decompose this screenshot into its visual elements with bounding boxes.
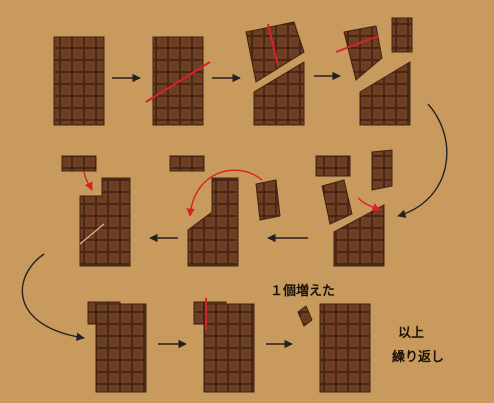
chocolate-bar bbox=[53, 36, 105, 126]
chocolate-bar bbox=[319, 303, 371, 393]
step-6-swap bbox=[169, 155, 281, 267]
annotation-repeat: 繰り返し bbox=[392, 350, 445, 365]
step-4-detached bbox=[335, 17, 413, 126]
chocolate-main-piece bbox=[79, 177, 131, 267]
cut-line bbox=[145, 61, 211, 103]
chocolate-small-piece bbox=[391, 17, 413, 53]
chocolate-extra-piece bbox=[297, 305, 313, 327]
step-7-joined bbox=[61, 155, 131, 267]
annotation-one-more: １個増えた bbox=[270, 284, 336, 299]
step-5-piece-moving bbox=[315, 149, 393, 267]
chocolate-bar bbox=[203, 303, 255, 393]
chocolate-bottom-piece bbox=[333, 204, 385, 267]
red-swap-arrow bbox=[186, 169, 263, 217]
chocolate-small-piece bbox=[315, 155, 351, 177]
cut-line bbox=[335, 35, 379, 53]
chocolate-left-piece bbox=[343, 25, 383, 81]
chocolate-right-piece bbox=[371, 149, 393, 191]
chocolate-small-piece bbox=[61, 155, 97, 172]
annotation-done: 以上 bbox=[398, 326, 425, 341]
step-1-full-bar bbox=[53, 36, 105, 126]
arrow-curve-down-left bbox=[21, 253, 85, 341]
chocolate-bottom-piece bbox=[359, 61, 411, 126]
cut-line bbox=[267, 23, 279, 67]
step-3-shifted bbox=[245, 21, 305, 126]
red-down-arrow bbox=[83, 171, 93, 191]
step-9-vertical-cut bbox=[193, 298, 255, 393]
chocolate-main-piece bbox=[187, 177, 239, 267]
arrow-curve-down-right bbox=[397, 103, 448, 218]
red-move-arrow bbox=[357, 197, 381, 212]
step-2-cut-marked bbox=[145, 36, 211, 126]
chocolate-bottom-piece bbox=[253, 61, 305, 126]
chocolate-bar bbox=[95, 303, 147, 393]
chocolate-lifted-piece bbox=[255, 179, 281, 221]
joint-line bbox=[79, 223, 105, 245]
step-8-bar bbox=[87, 301, 147, 393]
step-10-result bbox=[297, 303, 371, 393]
chocolate-small-piece bbox=[169, 155, 205, 172]
chocolate-left-piece bbox=[321, 179, 353, 225]
